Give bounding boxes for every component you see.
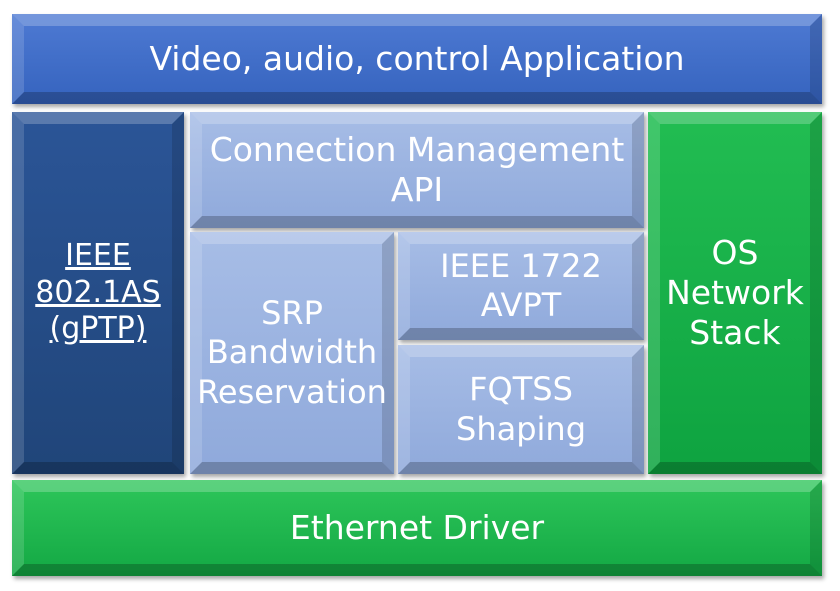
os-network-stack-block: OS Network Stack [648,112,822,474]
connection-management-block: Connection Management API [190,112,644,228]
avpt-block: IEEE 1722 AVPT [398,232,644,340]
srp-block: SRP Bandwidth Reservation [190,232,394,474]
application-layer-label: Video, audio, control Application [149,38,685,78]
fqtss-label: FQTSS Shaping [456,370,586,448]
os-network-stack-label: OS Network Stack [666,232,804,353]
connection-management-label: Connection Management API [209,129,625,209]
fqtss-block: FQTSS Shaping [398,345,644,474]
ethernet-driver-block: Ethernet Driver [12,480,822,576]
ethernet-driver-label: Ethernet Driver [289,507,545,547]
ieee-8021as-label: IEEE 802.1AS (gPTP) [35,238,161,347]
application-layer-block: Video, audio, control Application [12,14,822,104]
avpt-label: IEEE 1722 AVPT [440,246,602,324]
ieee-8021as-block: IEEE 802.1AS (gPTP) [12,112,184,474]
srp-label: SRP Bandwidth Reservation [197,294,387,411]
